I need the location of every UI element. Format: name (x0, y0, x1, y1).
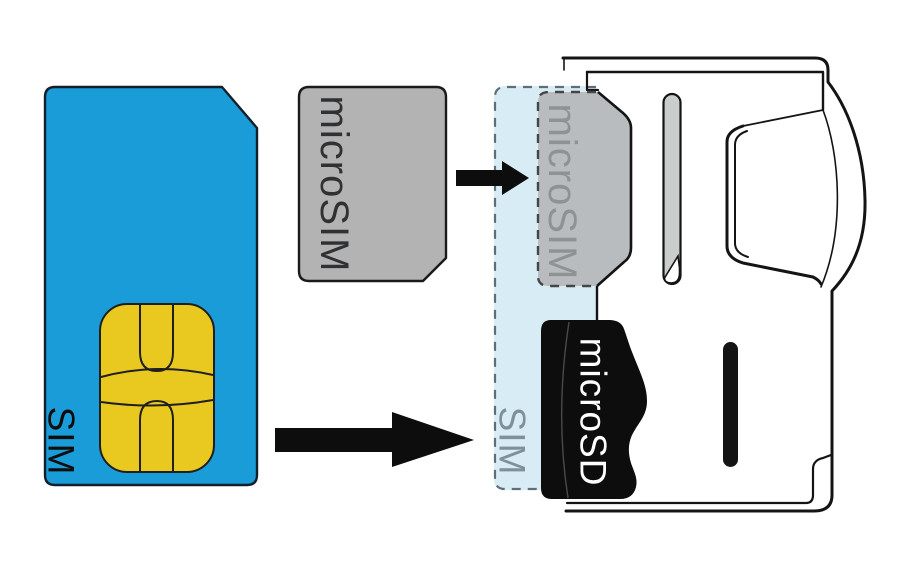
sim-contact-pad (99, 303, 215, 473)
upper-slot-open-end (663, 253, 681, 284)
sim-contact-separators (100, 305, 214, 471)
contact-line-top (139, 305, 174, 373)
sim-card: SIM (41, 85, 259, 487)
lower-slot-bar (723, 342, 738, 467)
camera-bump-outline (725, 124, 823, 286)
tray-microsim-fill (538, 92, 631, 286)
microsd-body (541, 320, 647, 499)
upper-slot (662, 92, 682, 286)
curved-back-arc (820, 109, 839, 288)
upper-slot-bar (662, 92, 682, 286)
device-inner-frame (585, 70, 825, 112)
tray-microsim-solid-edge (596, 91, 633, 287)
tray-microsim-dashed-edge (536, 90, 596, 288)
sim-card-label: SIM (41, 407, 82, 476)
device-outer-edge (561, 56, 867, 513)
camera-bump-inner-line (734, 130, 749, 258)
device-outline (561, 56, 867, 513)
tray-opening-top (585, 70, 600, 92)
sim-contact-pad-body (99, 303, 215, 473)
tray-microsim-card: microSIM (536, 90, 633, 288)
microsd-card: microSD (541, 320, 647, 499)
tray-microsim-label: microSIM (540, 104, 584, 281)
camera-bump-top-edge (742, 109, 824, 127)
contact-line-mid-upper (100, 367, 214, 378)
contact-line-bottom (139, 399, 174, 471)
arrow-right-icon-small (456, 161, 529, 195)
microsim-card-label: microSIM (312, 96, 356, 273)
tray-sim-label: SIM (492, 407, 533, 476)
device-inner-bottom-edge (565, 453, 833, 505)
contact-line-mid-lower (100, 399, 214, 407)
microsd-edge-highlight (561, 321, 570, 499)
microsim-card: microSIM (297, 85, 448, 283)
microsim-card-body (297, 85, 448, 283)
sim-slot-outline-dashes (493, 85, 596, 491)
microsd-label: microSD (573, 338, 614, 487)
arrow-right-icon-large (275, 412, 474, 467)
